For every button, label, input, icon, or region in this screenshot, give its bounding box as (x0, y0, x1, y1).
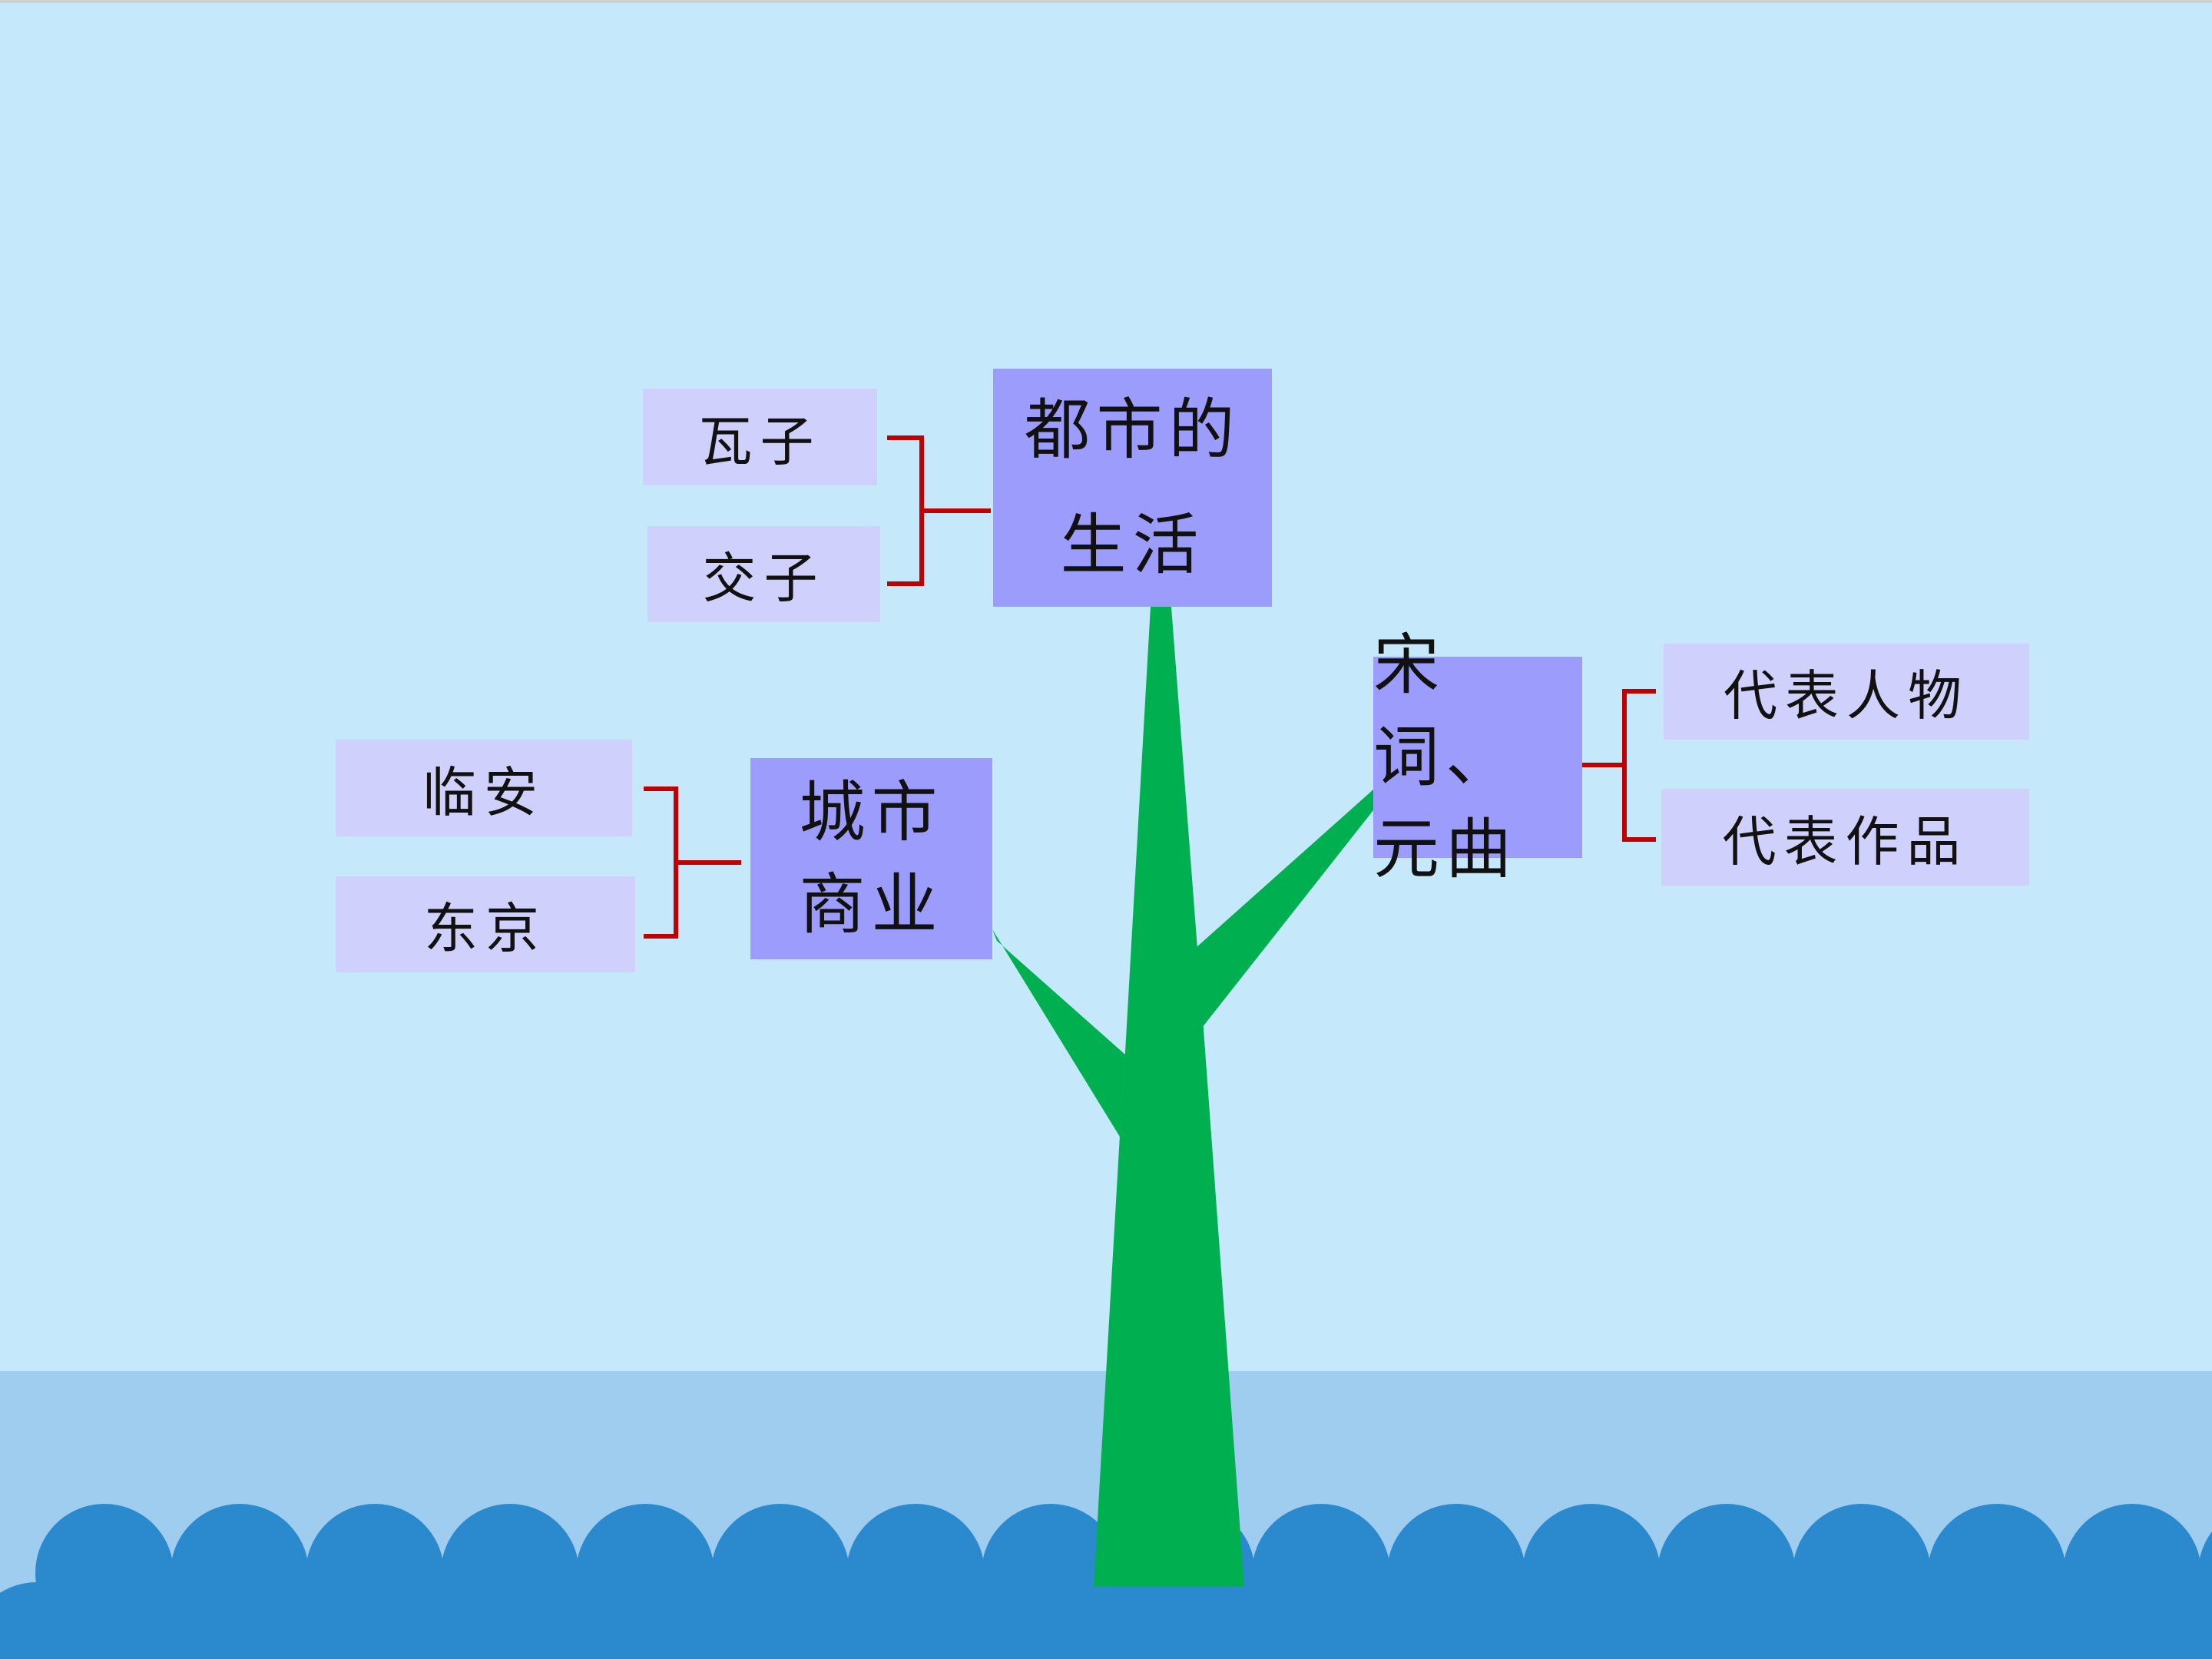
wave-circle (1184, 1582, 1323, 1659)
leaf-daibiao-zuopin-label: 代表作品 (1722, 810, 1969, 873)
leaf-jiaozi-label: 交子 (702, 547, 826, 610)
wave-circle (238, 1582, 376, 1659)
bracket-dushi (887, 435, 991, 586)
leaf-wazi: 瓦子 (643, 389, 877, 485)
leaf-linan: 临安 (336, 740, 632, 836)
leaf-daibiao-renwu: 代表人物 (1664, 644, 2029, 740)
leaf-jiaozi: 交子 (647, 526, 880, 622)
node-dushi-line2: 生活 (1060, 507, 1205, 584)
leaf-wazi-label: 瓦子 (698, 409, 822, 473)
node-dushi-shenghuo: 都市的 生活 (993, 369, 1272, 607)
tree-trunk (1094, 607, 1244, 1586)
wave-circle (508, 1582, 647, 1659)
node-songci-yuanqu: 宋词、 元曲 (1373, 627, 1582, 888)
bracket-chengshi (644, 786, 741, 939)
wave-circle (1049, 1582, 1187, 1659)
leaf-linan-label: 临安 (422, 760, 545, 824)
wave-pattern (0, 1504, 2212, 1659)
wave-circle (0, 1582, 106, 1659)
leaf-dongjing-label: 东京 (424, 897, 547, 960)
node-dushi-line1: 都市的 (1024, 392, 1241, 469)
wave-circle (2131, 1582, 2212, 1659)
wave-circle (1725, 1582, 1863, 1659)
wave-circle (1860, 1582, 1998, 1659)
leaf-daibiao-renwu-label: 代表人物 (1724, 664, 1969, 727)
wave-circle (1995, 1582, 2134, 1659)
node-chengshi-line1: 城市 (799, 774, 944, 851)
node-songci-line2: 元曲 (1373, 811, 1518, 888)
top-border-line (0, 0, 2212, 3)
bracket-songci (1582, 689, 1656, 842)
leaf-dongjing: 东京 (336, 876, 635, 972)
wave-circle (103, 1582, 241, 1659)
tree-branch-left (992, 929, 1125, 1137)
wave-circle (779, 1582, 917, 1659)
node-songci-line1: 宋词、 (1373, 627, 1518, 796)
node-chengshi-shangye: 城市 商业 (750, 758, 992, 959)
wave-circle (644, 1582, 782, 1659)
wave-circle (1590, 1582, 1728, 1659)
wave-circle (373, 1582, 512, 1659)
node-chengshi-line2: 商业 (799, 866, 944, 943)
wave-circle (1320, 1582, 1458, 1659)
wave-circle (1455, 1582, 1593, 1659)
tree-branch-right (1189, 790, 1373, 1028)
leaf-daibiao-zuopin: 代表作品 (1661, 789, 2029, 886)
wave-circle (914, 1582, 1052, 1659)
